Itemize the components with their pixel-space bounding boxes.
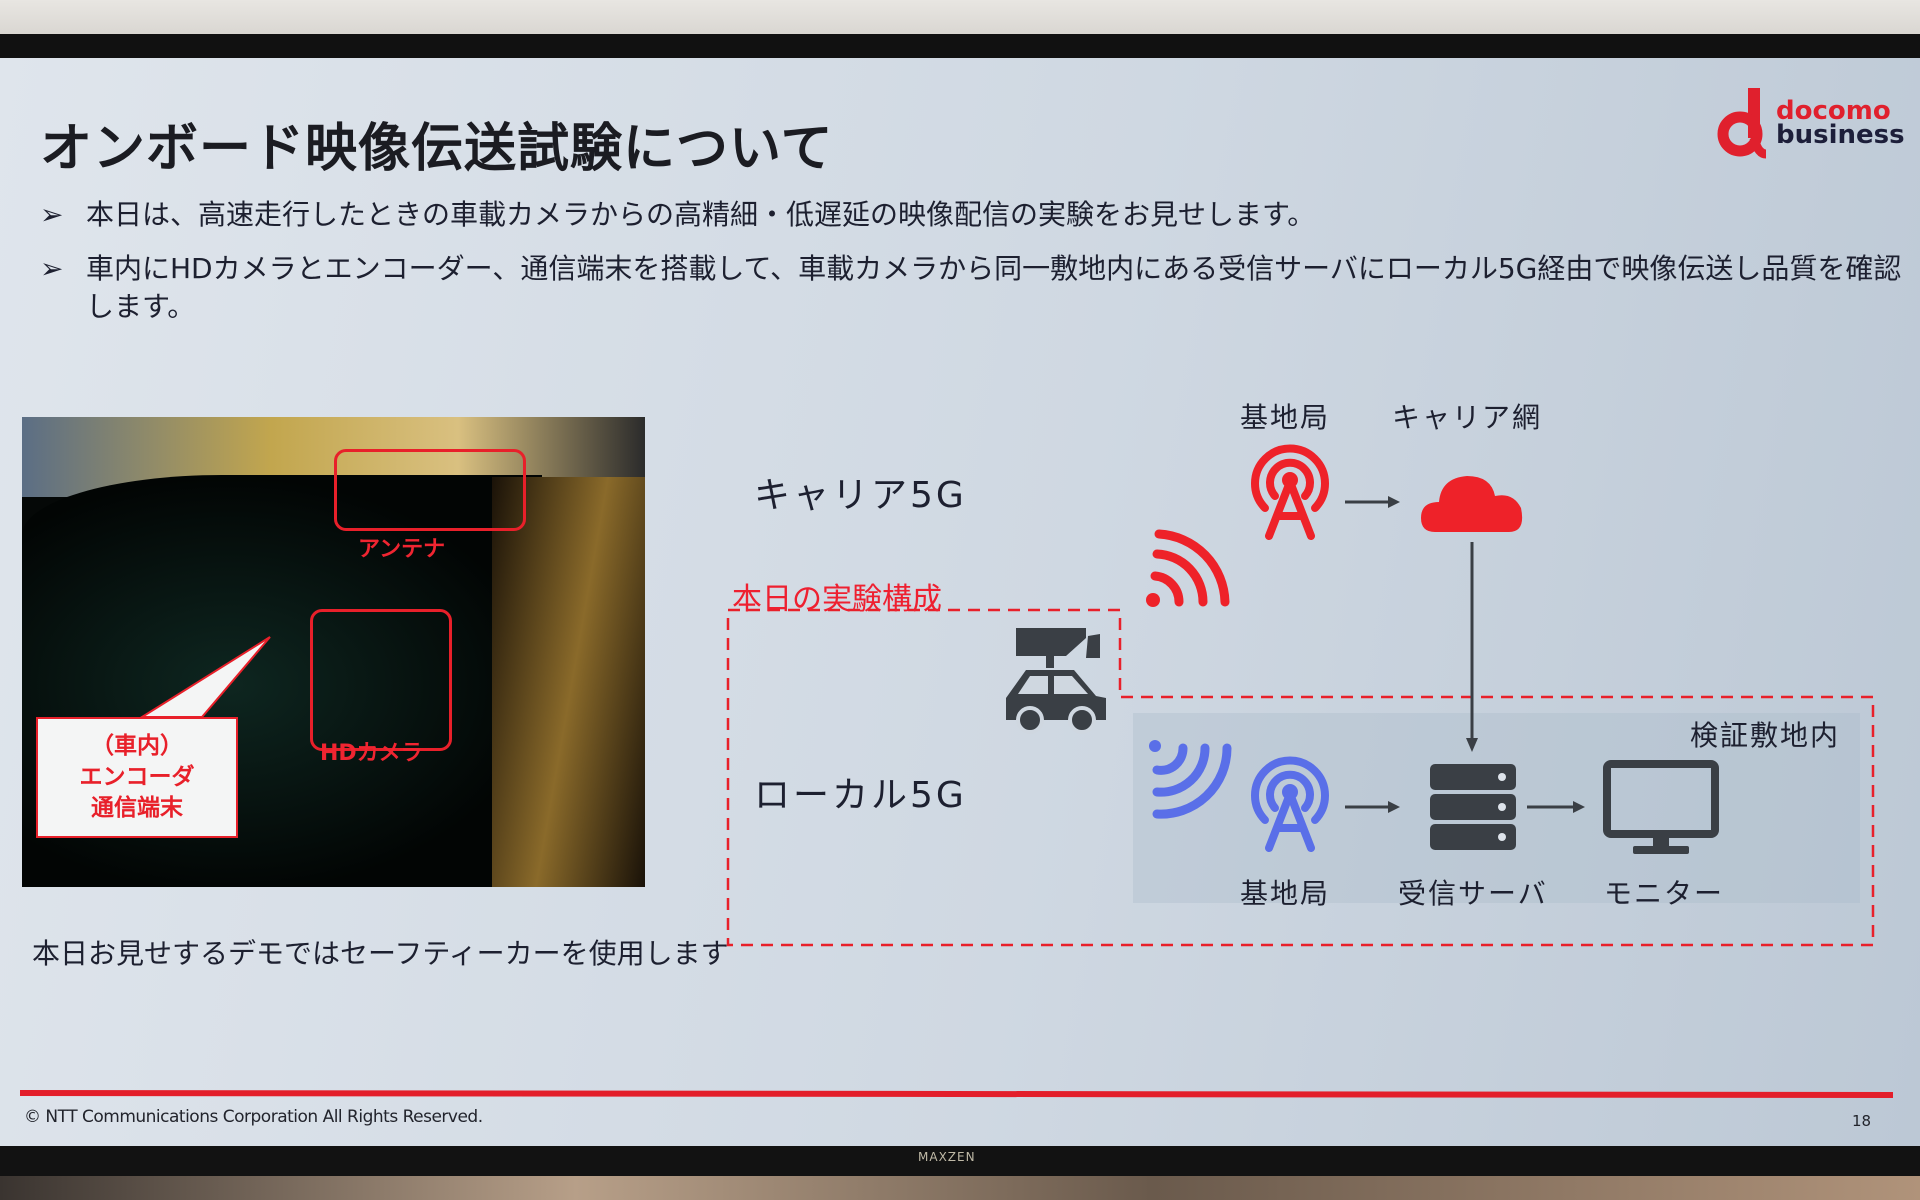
- logo-business-text: business: [1776, 120, 1905, 150]
- bullet-text: 車内にHDカメラとエンコーダー、通信端末を搭載して、車載カメラから同一敷地内にあ…: [86, 252, 1902, 323]
- carrier-signal-icon: [1146, 529, 1230, 607]
- slide-title: オンボード映像伝送試験について: [40, 119, 834, 179]
- carrier-tower-icon: [1251, 444, 1329, 540]
- car-photo: アンテナ HDカメラ （車内） エンコーダ 通信端末: [22, 417, 645, 887]
- wall-background: [0, 0, 1920, 40]
- local-base-station-label: 基地局: [1240, 877, 1331, 910]
- antenna-highlight-box: [334, 449, 526, 531]
- logo-docomo-text: docomo: [1776, 96, 1891, 126]
- bullet-text: 本日は、高速走行したときの車載カメラからの高精細・低遅延の映像配信の実験をお見せ…: [86, 198, 1316, 231]
- local-5g-label: ローカル5G: [754, 775, 967, 816]
- monitor-bezel-top: [0, 34, 1920, 62]
- verification-site-label: 検証敷地内: [1690, 719, 1841, 752]
- receiver-server-label: 受信サーバ: [1398, 877, 1548, 910]
- carrier-base-station-label: 基地局: [1240, 401, 1331, 434]
- hd-camera-label: HDカメラ: [320, 741, 423, 766]
- copyright-text: © NTT Communications Corporation All Rig…: [24, 1107, 483, 1127]
- callout-line-3: 通信端末: [91, 795, 183, 821]
- photo-car-door: [492, 477, 645, 887]
- photo-caption: 本日お見せするデモではセーフティーカーを使用します: [32, 937, 729, 970]
- carrier-5g-label: キャリア5G: [754, 475, 967, 516]
- monitor-icon: [1603, 760, 1719, 854]
- encoder-callout: （車内） エンコーダ 通信端末: [36, 717, 238, 838]
- antenna-label: アンテナ: [358, 537, 446, 562]
- docomo-d-icon: [1717, 88, 1767, 159]
- monitor-label: モニター: [1604, 877, 1725, 910]
- monitor-bezel-bottom: [0, 1146, 1920, 1176]
- carrier-network-label: キャリア網: [1392, 401, 1543, 434]
- desk-background: [0, 1176, 1920, 1200]
- server-icon: [1430, 764, 1516, 850]
- local-tower-icon: [1251, 756, 1329, 852]
- local-signal-icon: [1149, 740, 1232, 819]
- monitor-brand: MAXZEN: [918, 1150, 976, 1164]
- camera-car-icon: [1006, 628, 1106, 734]
- today-config-label: 本日の実験構成: [732, 582, 942, 617]
- arrow-bullet-icon: ➢: [40, 252, 64, 285]
- callout-line-1: （車内）: [91, 733, 183, 759]
- docomo-business-logo: docomo business: [1717, 88, 1905, 159]
- arrow-bullet-icon: ➢: [40, 198, 64, 231]
- page-number: 18: [1852, 1112, 1872, 1130]
- carrier-cloud-icon: [1421, 476, 1523, 532]
- callout-line-2: エンコーダ: [79, 764, 195, 790]
- hd-camera-highlight-box: [310, 609, 452, 751]
